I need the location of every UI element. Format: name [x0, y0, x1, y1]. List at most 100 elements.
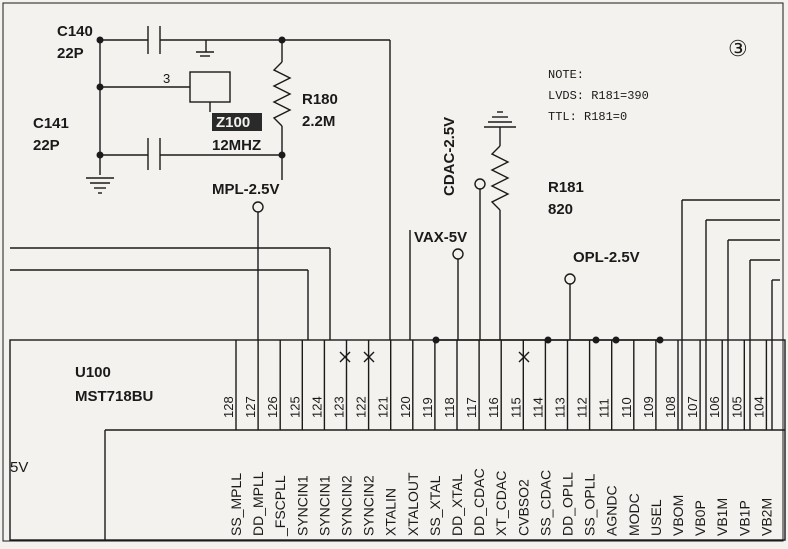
- ic-pin-name: _FSCPLL: [272, 475, 288, 537]
- ic-pin-name: SYNCIN1: [294, 475, 310, 536]
- r180-ref: R180: [302, 91, 338, 108]
- ic-pin-name: VB2M: [758, 498, 774, 536]
- crystal-ref: Z100: [216, 114, 250, 131]
- c140-ref: C140: [57, 23, 93, 40]
- c140-capacitor: [147, 26, 161, 54]
- mpl-net-label: MPL-2.5V: [212, 181, 280, 198]
- ic-pin-name: CVBSO2: [515, 479, 531, 536]
- r180-value: 2.2M: [302, 113, 335, 130]
- ic-pin-name: DD_CDAC: [471, 468, 487, 536]
- ic-pin-number: 116: [486, 397, 501, 418]
- ic-pin-name: MODC: [626, 493, 642, 536]
- r181-resistor: [490, 145, 510, 211]
- ic-pin: 126 _FSCPLL: [265, 340, 288, 537]
- ic-pin-number: 128: [221, 396, 236, 418]
- ic-pin-number: 114: [530, 397, 545, 418]
- ic-pin-group: 128SS_MPLL127DD_MPLL126_FSCPLL125SYNCIN1…: [221, 340, 774, 537]
- crystal-value: 12MHZ: [212, 137, 261, 154]
- ic-pin-number: 104: [751, 396, 766, 418]
- ic-pin-name: AGNDC: [604, 485, 620, 536]
- note-ttl: TTL: R181=0: [548, 110, 627, 124]
- c141-capacitor: [147, 138, 161, 170]
- note-block: NOTE: LVDS: R181=390 TTL: R181=0: [548, 68, 649, 124]
- ground-symbol-r181: [484, 111, 516, 128]
- ic-pin-number: 120: [398, 396, 413, 418]
- ic-pin-name: XTALOUT: [405, 472, 421, 536]
- ic-pin-number: 105: [729, 396, 744, 418]
- ic-pin-name: USEL: [648, 499, 664, 536]
- ic-pin-number: 111: [597, 398, 612, 418]
- ic-pin-number: 108: [663, 396, 678, 418]
- crystal-z100: [189, 40, 262, 131]
- ic-pin-name: SS_OPLL: [582, 474, 598, 536]
- ic-pin-number: 109: [641, 396, 656, 418]
- cdac-net-label: CDAC-2.5V: [441, 117, 458, 196]
- c141-ref: C141: [33, 115, 69, 132]
- note-lvds: LVDS: R181=390: [548, 89, 649, 103]
- c140-value: 22P: [57, 45, 84, 62]
- ic-pin-number: 126: [265, 396, 280, 418]
- frame-border: [2, 2, 784, 542]
- ic-pin-number: 107: [685, 396, 700, 418]
- left-edge-net-label: 5V: [10, 459, 28, 476]
- ic-pin-number: 118: [442, 397, 457, 418]
- ic-pin-name: SS_CDAC: [537, 470, 553, 536]
- ic-pin-name: SYNCIN2: [361, 475, 377, 536]
- ic-pin-name: VB1M: [714, 498, 730, 536]
- crystal-pin3: 3: [163, 71, 170, 86]
- vax-net-flag: [452, 248, 464, 260]
- ic-pin-number: 124: [309, 396, 324, 418]
- ic-pin-number: 115: [508, 397, 523, 418]
- opl-net-flag: [564, 273, 576, 285]
- note-title: NOTE:: [548, 68, 584, 82]
- no-connect-marks: [339, 351, 530, 363]
- c141-value: 22P: [33, 137, 60, 154]
- ic-pin-number: 119: [420, 397, 435, 418]
- ic-part: MST718BU: [75, 388, 153, 405]
- ic-pin-name: DD_OPLL: [560, 472, 576, 536]
- ic-pin-name: VBOM: [670, 495, 686, 536]
- ic-pin-name: DD_XTAL: [449, 474, 465, 536]
- r180-resistor: [272, 61, 292, 127]
- ic-pin-name: SS_MPLL: [228, 473, 244, 536]
- ic-pin-number: 112: [575, 397, 590, 418]
- ic-pin-number: 121: [376, 396, 391, 418]
- opl-net-label: OPL-2.5V: [573, 249, 640, 266]
- ic-ref: U100: [75, 364, 111, 381]
- ic-pin-number: 113: [553, 397, 568, 418]
- ic-u100: [9, 339, 786, 541]
- ic-pin-number: 122: [354, 396, 369, 418]
- ic-pin-name: VB0P: [692, 500, 708, 536]
- cdac-net-flag: [474, 178, 486, 190]
- r181-value: 820: [548, 201, 573, 218]
- ic-pin-name: XT_CDAC: [493, 471, 509, 536]
- mpl-net-flag: [252, 201, 264, 213]
- ic-pin-name: SYNCIN1: [316, 475, 332, 536]
- ground-symbol-left: [86, 177, 114, 194]
- ic-pin-number: 117: [464, 397, 479, 418]
- vax-net-label: VAX-5V: [414, 229, 467, 246]
- r181-ref: R181: [548, 179, 584, 196]
